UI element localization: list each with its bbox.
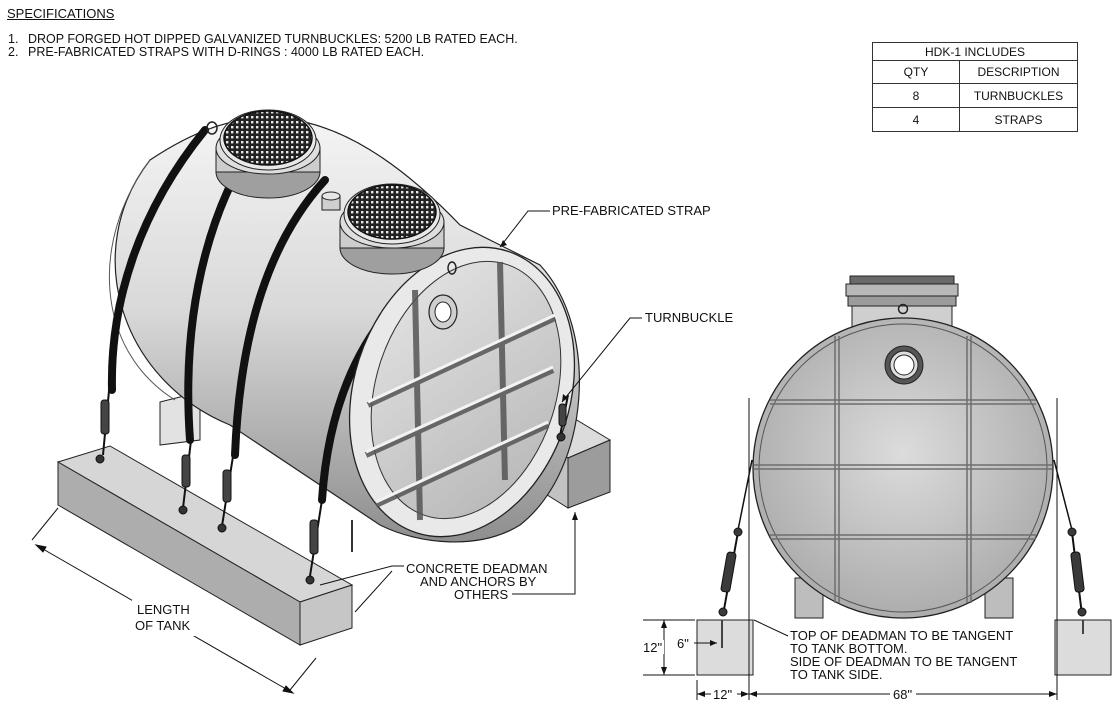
turnbuckle-callout: TURNBUCKLE bbox=[645, 310, 733, 325]
installation-note-line1: TOP OF DEADMAN TO BE TANGENT bbox=[790, 628, 1013, 643]
deadman-callout-line3: OTHERS bbox=[454, 587, 509, 602]
turnbuckle-icon bbox=[217, 449, 235, 533]
strap-callout: PRE-FABRICATED STRAP bbox=[552, 203, 711, 218]
isometric-view bbox=[31, 109, 642, 694]
spec-item-text: DROP FORGED HOT DIPPED GALVANIZED TURNBU… bbox=[28, 32, 518, 46]
kit-includes-table: HDK-1 INCLUDES QTY DESCRIPTION 8 TURNBUC… bbox=[872, 42, 1078, 132]
spec-item-number: 2. bbox=[8, 45, 19, 59]
end-view bbox=[643, 275, 1112, 701]
left-deadman bbox=[696, 619, 754, 676]
table-row: 4 STRAPS bbox=[872, 107, 1078, 132]
kit-table-qty: 4 bbox=[872, 107, 960, 132]
turnbuckle-icon bbox=[178, 431, 193, 515]
length-label-line2: OF TANK bbox=[135, 618, 190, 633]
callout-leaders bbox=[319, 210, 642, 613]
spec-item: 1. DROP FORGED HOT DIPPED GALVANIZED TURN… bbox=[8, 33, 518, 46]
spec-item-text: PRE-FABRICATED STRAPS WITH D-RINGS : 400… bbox=[28, 45, 425, 59]
spec-item-number: 1. bbox=[8, 32, 19, 46]
deadman-callout-line2: AND ANCHORS BY bbox=[420, 574, 537, 589]
specifications-list: 1. DROP FORGED HOT DIPPED GALVANIZED TURN… bbox=[8, 33, 518, 59]
spec-item: 2. PRE-FABRICATED STRAPS WITH D-RINGS : 4… bbox=[8, 46, 518, 59]
turnbuckle-icon bbox=[305, 499, 323, 585]
installation-note-line4: TO TANK SIDE. bbox=[790, 667, 882, 682]
installation-note-line3: SIDE OF DEADMAN TO BE TANGENT bbox=[790, 654, 1017, 669]
specifications-title: SPECIFICATIONS bbox=[7, 6, 115, 21]
turnbuckles bbox=[95, 379, 569, 585]
turnbuckle-icon bbox=[556, 394, 569, 442]
deadman-callout-line1: CONCRETE DEADMAN bbox=[406, 561, 548, 576]
deadman-height-dimension: 12" bbox=[643, 640, 662, 655]
table-row: 8 TURNBUCKLES bbox=[872, 83, 1078, 108]
kit-table-header-description: DESCRIPTION bbox=[959, 60, 1078, 84]
tank-diameter-dimension: 68" bbox=[893, 687, 912, 702]
strap bbox=[231, 176, 329, 459]
manway-1 bbox=[206, 109, 321, 199]
turnbuckle-icon bbox=[95, 379, 111, 464]
kit-table-description: STRAPS bbox=[959, 107, 1078, 132]
kit-table-description: TURNBUCKLES bbox=[959, 83, 1078, 108]
front-deadman bbox=[56, 445, 354, 646]
length-label-line1: LENGTH bbox=[137, 602, 190, 617]
turnbuckle-icon bbox=[720, 551, 737, 593]
deadman-width-dimension: 12" bbox=[713, 687, 732, 702]
installation-note-line2: TO TANK BOTTOM. bbox=[790, 641, 908, 656]
manway-2 bbox=[339, 183, 445, 275]
anchor-depth-dimension: 6" bbox=[677, 636, 689, 651]
tank-end-face bbox=[348, 246, 576, 538]
vent-fitting bbox=[321, 191, 341, 211]
turnbuckle-icon bbox=[1070, 551, 1085, 593]
strap bbox=[107, 126, 209, 394]
